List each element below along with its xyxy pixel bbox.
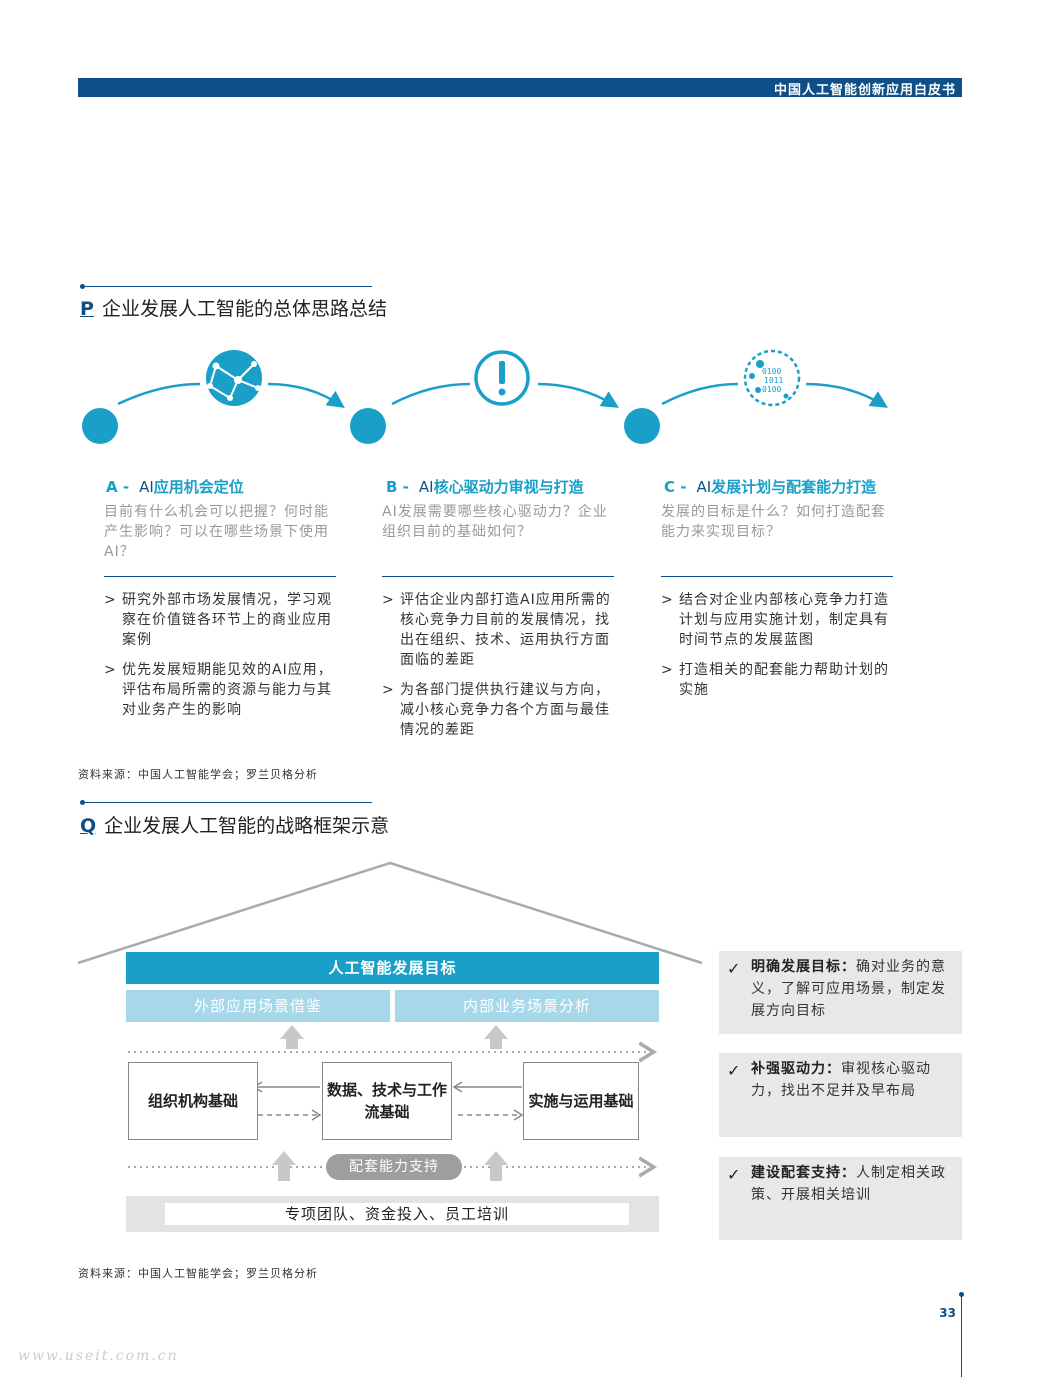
flow-node-b xyxy=(350,408,386,444)
flow-arc-b-left xyxy=(391,382,471,406)
side-panel-support: ✓ 建设配套支持：人制定相关政策、开展相关培训 xyxy=(719,1157,962,1240)
section-p-source: 资料来源：中国人工智能学会；罗兰贝格分析 xyxy=(78,768,318,781)
side-panel-support-text: 建设配套支持：人制定相关政策、开展相关培训 xyxy=(751,1162,952,1206)
svg-text:1011: 1011 xyxy=(764,376,783,385)
column-b-rule xyxy=(382,576,614,577)
column-a-heading-text: 应用机会定位 xyxy=(153,478,244,496)
section-p-letter: P xyxy=(80,298,94,320)
column-c-letter: C - xyxy=(664,478,687,496)
list-item: 打造相关的配套能力帮助计划的实施 xyxy=(661,660,897,700)
implementation-box: 实施与运用基础 xyxy=(523,1062,639,1140)
column-c-heading: C - AI发展计划与配套能力打造 xyxy=(664,476,876,497)
support-pill: 配套能力支持 xyxy=(326,1154,462,1180)
page-number: 33 xyxy=(939,1306,956,1320)
section-p-title-text: 企业发展人工智能的总体思路总结 xyxy=(101,298,387,320)
flow-node-a xyxy=(82,408,118,444)
column-a-ai: AI xyxy=(139,478,154,496)
framework-lines xyxy=(77,861,703,1181)
flow-arc-a-right xyxy=(267,382,345,408)
section-q-letter: Q xyxy=(80,815,97,837)
column-b-question: AI发展需要哪些核心驱动力？企业组织目前的基础如何？ xyxy=(382,504,608,540)
side-panel-goal-label: 明确发展目标： xyxy=(751,959,856,975)
data-tech-box: 数据、技术与工作流基础 xyxy=(322,1062,452,1140)
binary-data-icon: 0100 1011 0100 xyxy=(743,349,801,407)
side-panel-goal-body: 确对业务的意义，了解可应用场景，制定发展方向目标 xyxy=(751,959,946,1019)
section-q-rule xyxy=(82,802,372,803)
list-item: 优先发展短期能见效的AI应用，评估布局所需的资源与能力与其对业务产生的影响 xyxy=(104,660,340,720)
side-panel-drive: ✓ 补强驱动力：审视核心驱动力，找出不足并及早布局 xyxy=(719,1053,962,1137)
column-b-heading-text: 核心驱动力审视与打造 xyxy=(433,478,584,496)
column-c-heading-text: 发展计划与配套能力打造 xyxy=(711,478,877,496)
side-panel-drive-body: 审视核心驱动力，找出不足并及早布局 xyxy=(751,1061,931,1099)
up-arrows-bottom xyxy=(272,1151,508,1181)
column-c-bullets: 结合对企业内部核心竞争力打造计划与应用实施计划，制定具有时间节点的发展蓝图 打造… xyxy=(661,590,897,710)
page-rule xyxy=(961,1294,962,1377)
side-panel-drive-text: 补强驱动力：审视核心驱动力，找出不足并及早布局 xyxy=(751,1058,952,1102)
flow-arc-b-right xyxy=(537,382,619,408)
header-bar: 中国人工智能创新应用白皮书 xyxy=(78,78,962,98)
section-p-title: P 企业发展人工智能的总体思路总结 xyxy=(80,294,387,321)
check-icon: ✓ xyxy=(727,1061,741,1080)
list-item: 研究外部市场发展情况，学习观察在价值链各环节上的商业应用案例 xyxy=(104,590,340,650)
watermark: www.useit.com.cn xyxy=(18,1348,179,1364)
header-title: 中国人工智能创新应用白皮书 xyxy=(773,83,956,98)
svg-text:0100: 0100 xyxy=(762,367,781,376)
column-a-letter: A - xyxy=(106,478,130,496)
base-text: 专项团队、资金投入、员工培训 xyxy=(165,1203,629,1225)
up-arrows-top xyxy=(280,1025,508,1049)
column-a-rule xyxy=(104,576,336,577)
section-q-source: 资料来源：中国人工智能学会；罗兰贝格分析 xyxy=(78,1267,318,1280)
side-panel-goal-text: 明确发展目标：确对业务的意义，了解可应用场景，制定发展方向目标 xyxy=(751,956,952,1022)
internal-scenario-bar: 内部业务场景分析 xyxy=(395,990,659,1022)
list-item: 评估企业内部打造AI应用所需的核心竞争力目前的发展情况，找出在组织、技术、运用执… xyxy=(382,590,618,670)
flow-arc-c-left xyxy=(661,382,739,406)
section-q-title: Q 企业发展人工智能的战略框架示意 xyxy=(80,811,389,838)
side-panel-support-label: 建设配套支持： xyxy=(751,1165,856,1181)
org-foundation-box: 组织机构基础 xyxy=(128,1062,258,1140)
exclamation-icon xyxy=(474,350,530,406)
external-scenario-bar: 外部应用场景借鉴 xyxy=(126,990,390,1022)
column-c-rule xyxy=(661,576,893,577)
network-globe-icon xyxy=(206,350,262,406)
column-b-bullets: 评估企业内部打造AI应用所需的核心竞争力目前的发展情况，找出在组织、技术、运用执… xyxy=(382,590,618,750)
roof-outline xyxy=(77,861,703,965)
section-p-rule xyxy=(82,286,372,287)
list-item: 为各部门提供执行建议与方向，减小核心竞争力各个方面与最佳情况的差距 xyxy=(382,680,618,740)
column-a-heading: A - AI应用机会定位 xyxy=(106,476,244,497)
goal-bar: 人工智能发展目标 xyxy=(126,952,659,984)
column-b-heading: B - AI核心驱动力审视与打造 xyxy=(386,476,584,497)
flow-diagram: 0100 1011 0100 xyxy=(82,349,888,444)
column-a-bullets: 研究外部市场发展情况，学习观察在价值链各环节上的商业应用案例 优先发展短期能见效… xyxy=(104,590,340,730)
column-b-ai: AI xyxy=(418,478,434,496)
column-b-letter: B - xyxy=(386,478,409,496)
svg-text:0100: 0100 xyxy=(762,385,781,394)
column-a-question: 目前有什么机会可以把握？何时能产生影响？可以在哪些场景下使用AI？ xyxy=(104,504,329,560)
check-icon: ✓ xyxy=(727,959,741,978)
check-icon: ✓ xyxy=(727,1165,741,1184)
flow-node-c xyxy=(624,408,660,444)
section-q-title-text: 企业发展人工智能的战略框架示意 xyxy=(104,815,390,837)
list-item: 结合对企业内部核心竞争力打造计划与应用实施计划，制定具有时间节点的发展蓝图 xyxy=(661,590,897,650)
column-c-ai: AI xyxy=(696,478,712,496)
flow-arc-a-left xyxy=(117,382,201,406)
side-panel-support-body: 人制定相关政策、开展相关培训 xyxy=(751,1165,946,1203)
side-panel-goal: ✓ 明确发展目标：确对业务的意义，了解可应用场景，制定发展方向目标 xyxy=(719,951,962,1034)
side-panel-drive-label: 补强驱动力： xyxy=(751,1061,841,1077)
column-c-question: 发展的目标是什么？如何打造配套能力来实现目标？ xyxy=(661,504,886,540)
box-connector-arrows xyxy=(252,1081,524,1121)
flow-arc-c-right xyxy=(805,382,888,408)
